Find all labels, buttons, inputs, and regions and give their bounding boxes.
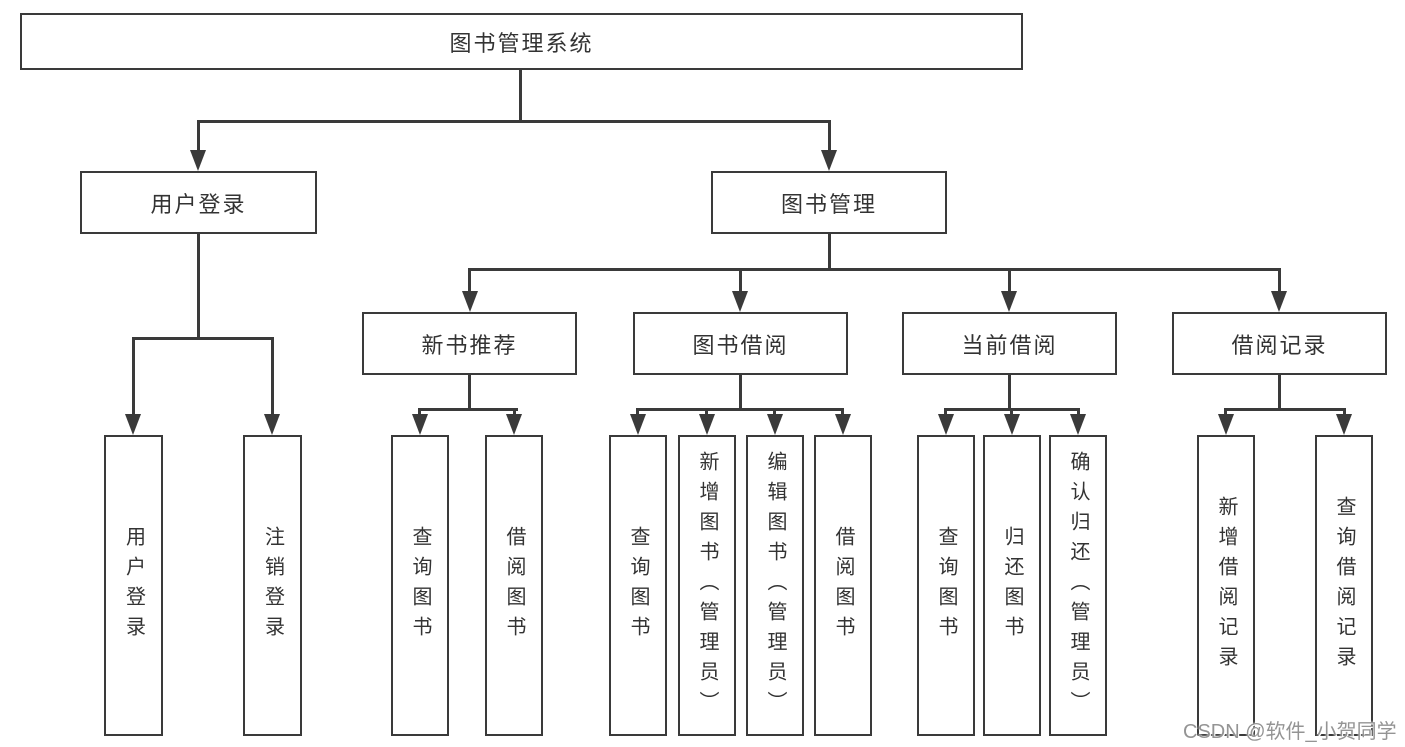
leaf-bb-add-book-label: 新增图书（管理员） xyxy=(696,450,718,721)
connector-to-bb-edit-line xyxy=(773,408,776,416)
connector-to-bb-borrow-line xyxy=(841,408,844,416)
node-borrow-records-label: 借阅记录 xyxy=(1231,332,1328,358)
connector-to-book-management-line xyxy=(828,120,831,152)
connector-to-borrow-records-line xyxy=(1278,268,1281,293)
connector-to-cb-query-line xyxy=(944,408,947,416)
arrow-to-nb-borrow-book xyxy=(506,414,522,435)
connector-to-nb-borrow-line xyxy=(513,408,516,416)
arrow-to-bb-borrow-book xyxy=(835,414,851,435)
node-user-login: 用户登录 xyxy=(80,171,317,234)
node-borrow-records: 借阅记录 xyxy=(1172,312,1387,375)
arrow-to-book-borrow xyxy=(732,291,748,312)
leaf-cb-confirm-return: 确认归还（管理员） xyxy=(1049,435,1107,736)
node-book-management-label: 图书管理 xyxy=(780,191,877,217)
connector-level2-bar xyxy=(468,268,1281,271)
leaf-br-query-record: 查询借阅记录 xyxy=(1315,435,1373,736)
arrow-to-leaf-user-login xyxy=(125,414,141,435)
leaf-bb-borrow-book-label: 借阅图书 xyxy=(832,525,854,646)
leaf-cb-query-book-label: 查询图书 xyxy=(935,525,957,646)
connector-root-stub xyxy=(519,70,522,121)
connector-to-current-borrow-line xyxy=(1008,268,1011,293)
leaf-user-login-label: 用户登录 xyxy=(122,525,145,646)
connector-to-leaf-logout-line xyxy=(271,337,274,416)
leaf-cb-query-book: 查询图书 xyxy=(917,435,975,736)
connector-user-login-stub xyxy=(197,234,200,340)
leaf-bb-edit-book-label: 编辑图书（管理员） xyxy=(764,450,786,721)
leaf-nb-query-book-label: 查询图书 xyxy=(409,525,431,646)
arrow-to-current-borrow xyxy=(1001,291,1017,312)
connector-to-leaf-user-login-line xyxy=(132,337,135,416)
leaf-nb-query-book: 查询图书 xyxy=(391,435,449,736)
connector-to-cb-return-line xyxy=(1010,408,1013,416)
connector-to-bb-query-line xyxy=(636,408,639,416)
leaf-bb-add-book: 新增图书（管理员） xyxy=(678,435,736,736)
arrow-to-leaf-logout xyxy=(264,414,280,435)
connector-to-cb-confirm-line xyxy=(1077,408,1080,416)
arrow-to-borrow-records xyxy=(1271,291,1287,312)
leaf-logout-label: 注销登录 xyxy=(261,525,284,646)
leaf-bb-query-book-label: 查询图书 xyxy=(627,525,649,646)
arrow-to-cb-return-book xyxy=(1004,414,1020,435)
connector-to-br-add-line xyxy=(1224,408,1227,416)
leaf-cb-return-book-label: 归还图书 xyxy=(1001,525,1023,646)
leaf-nb-borrow-book: 借阅图书 xyxy=(485,435,543,736)
watermark: CSDN @软件_小贺同学 xyxy=(1183,721,1397,743)
connector-to-bb-add-line xyxy=(705,408,708,416)
leaf-bb-borrow-book: 借阅图书 xyxy=(814,435,872,736)
leaf-cb-confirm-return-label: 确认归还（管理员） xyxy=(1067,450,1089,721)
connector-book-borrow-bar xyxy=(636,408,844,411)
arrow-to-book-management xyxy=(821,150,837,171)
connector-to-br-query-line xyxy=(1343,408,1346,416)
node-current-borrow: 当前借阅 xyxy=(902,312,1117,375)
node-user-login-label: 用户登录 xyxy=(150,191,247,217)
node-root-label: 图书管理系统 xyxy=(449,30,594,56)
leaf-user-login: 用户登录 xyxy=(104,435,163,736)
connector-to-new-book-line xyxy=(468,268,471,293)
leaf-nb-borrow-book-label: 借阅图书 xyxy=(503,525,525,646)
arrow-to-br-query-record xyxy=(1336,414,1352,435)
arrow-to-cb-query-book xyxy=(938,414,954,435)
node-current-borrow-label: 当前借阅 xyxy=(961,332,1058,358)
leaf-br-query-record-label: 查询借阅记录 xyxy=(1333,495,1355,676)
node-root: 图书管理系统 xyxy=(20,13,1023,70)
leaf-br-add-record-label: 新增借阅记录 xyxy=(1215,495,1237,676)
connector-book-borrow-stub xyxy=(739,375,742,411)
arrow-to-bb-add-book xyxy=(699,414,715,435)
node-new-book-recommend-label: 新书推荐 xyxy=(421,332,518,358)
arrow-to-nb-query-book xyxy=(412,414,428,435)
connector-borrow-records-bar xyxy=(1224,408,1344,411)
node-book-borrow-label: 图书借阅 xyxy=(692,332,789,358)
connector-borrow-records-stub xyxy=(1278,375,1281,411)
leaf-bb-query-book: 查询图书 xyxy=(609,435,667,736)
arrow-to-new-book-recommend xyxy=(462,291,478,312)
connector-to-user-login-line xyxy=(197,120,200,152)
connector-current-borrow-stub xyxy=(1008,375,1011,411)
connector-to-nb-query-line xyxy=(418,408,421,416)
arrow-to-br-add-record xyxy=(1218,414,1234,435)
node-book-management: 图书管理 xyxy=(711,171,947,234)
node-book-borrow: 图书借阅 xyxy=(633,312,848,375)
leaf-logout: 注销登录 xyxy=(243,435,302,736)
leaf-bb-edit-book: 编辑图书（管理员） xyxy=(746,435,804,736)
connector-new-book-stub xyxy=(468,375,471,411)
arrow-to-bb-edit-book xyxy=(767,414,783,435)
leaf-cb-return-book: 归还图书 xyxy=(983,435,1041,736)
leaf-br-add-record: 新增借阅记录 xyxy=(1197,435,1255,736)
arrow-to-user-login xyxy=(190,150,206,171)
connector-to-book-borrow-line xyxy=(739,268,742,293)
connector-book-management-stub xyxy=(828,234,831,271)
arrow-to-cb-confirm-return xyxy=(1070,414,1086,435)
node-new-book-recommend: 新书推荐 xyxy=(362,312,577,375)
arrow-to-bb-query-book xyxy=(630,414,646,435)
connector-new-book-bar xyxy=(418,408,518,411)
connector-user-login-bar xyxy=(132,337,274,340)
connector-level1-bar xyxy=(197,120,831,123)
